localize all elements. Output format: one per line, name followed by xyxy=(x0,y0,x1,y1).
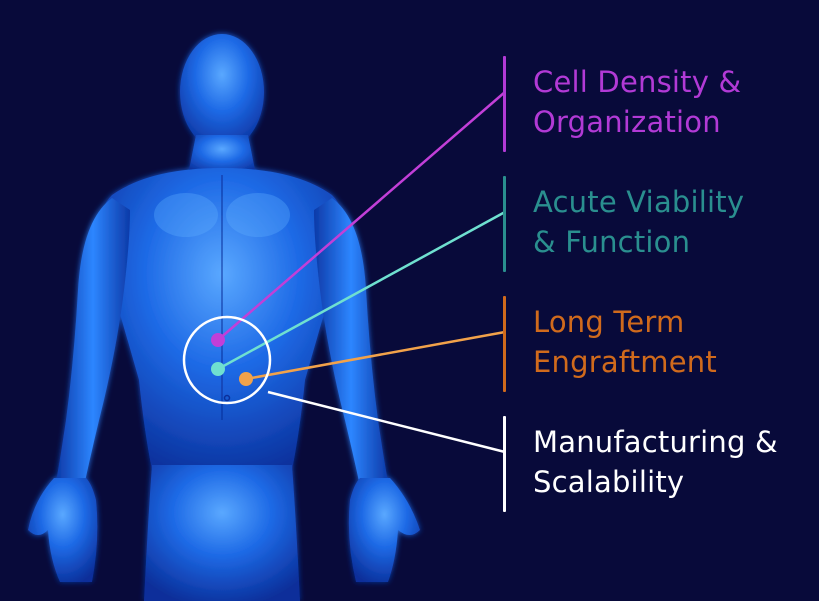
navel-marker xyxy=(223,394,231,402)
label-manufacturing: Manufacturing & Scalability xyxy=(533,422,778,502)
label-line: & Function xyxy=(533,225,691,259)
head xyxy=(180,34,264,150)
divider-bar-cell-density xyxy=(503,56,506,152)
divider-bar-acute-viability xyxy=(503,176,506,272)
left-arm xyxy=(56,198,130,486)
right-arm xyxy=(314,198,388,486)
divider-bar-long-term xyxy=(503,296,506,392)
chest-highlight-right xyxy=(226,193,290,237)
connector-line-cell-density xyxy=(217,91,506,341)
legs xyxy=(144,465,300,601)
left-hand xyxy=(28,478,98,582)
label-line: Cell Density & xyxy=(533,65,742,99)
connector-line-long-term xyxy=(245,330,506,381)
label-cell-density: Cell Density & Organization xyxy=(533,62,741,142)
connector-line-manufacturing xyxy=(267,390,506,454)
right-hand xyxy=(348,478,420,582)
dot-cell-density xyxy=(211,333,225,347)
dot-acute-viability xyxy=(211,362,225,376)
label-line: Scalability xyxy=(533,465,685,499)
dot-long-term xyxy=(239,372,253,386)
body-figure xyxy=(28,34,420,601)
label-line: Long Term xyxy=(533,305,685,339)
label-line: Acute Viability xyxy=(533,185,745,219)
label-line: Organization xyxy=(533,105,721,139)
implant-site-circle xyxy=(182,315,272,405)
label-long-term-engraftment: Long Term Engraftment xyxy=(533,302,717,382)
chest-highlight-left xyxy=(154,193,218,237)
divider-bar-manufacturing xyxy=(503,416,506,512)
label-line: Engraftment xyxy=(533,345,717,379)
label-acute-viability: Acute Viability & Function xyxy=(533,182,744,262)
label-line: Manufacturing & xyxy=(533,425,778,459)
neck xyxy=(188,135,256,175)
